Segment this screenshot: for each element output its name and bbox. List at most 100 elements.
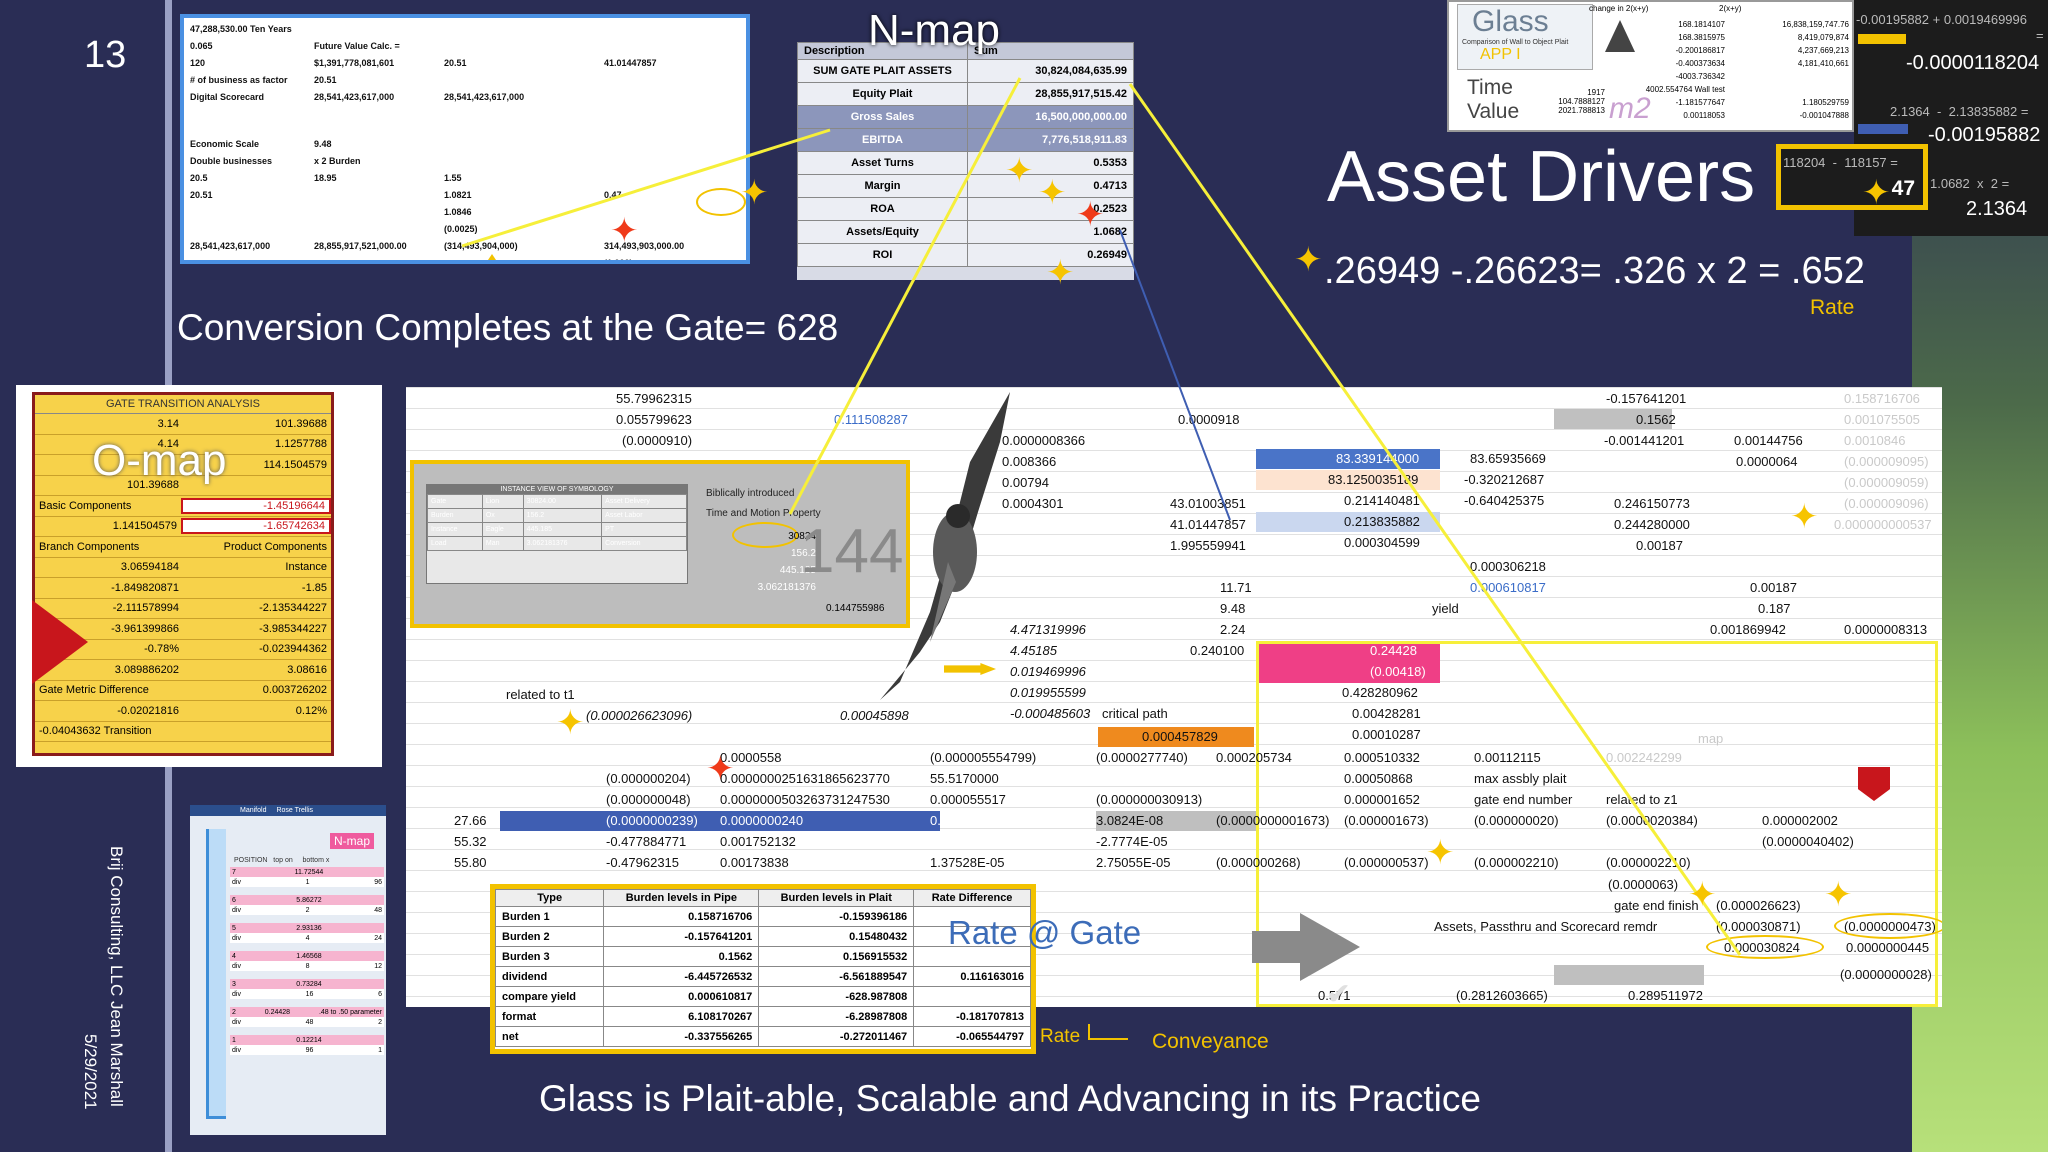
sheet-cell: Double businesses	[190, 156, 273, 166]
manifold-top: 8	[305, 962, 310, 970]
omap-cell: 4.14	[157, 438, 179, 451]
sheet-cell: (0.0000000028)	[1840, 967, 1932, 982]
sheet-cell: 9.48	[314, 139, 332, 149]
sheet-cell: -0.001441201	[1604, 433, 1685, 448]
sheet-cell: 1.0821	[444, 190, 472, 200]
symbology-value: 445.185	[779, 565, 816, 576]
slide-date: 5/29/2021	[81, 1034, 100, 1110]
manifold-nmap-label: N-map	[330, 833, 375, 849]
sheet-cell: 0.187	[1758, 601, 1791, 616]
calc-result3: 2.1364	[1966, 198, 2028, 220]
sheet-cell: 0.244280000	[1614, 517, 1690, 532]
manifold-value: 1.46568	[296, 952, 322, 960]
manifold-position: 3	[232, 980, 236, 988]
symbology-cell: Conversion	[601, 536, 687, 551]
glass-subtitle: Comparison of Wall to Object Plait	[1462, 39, 1569, 46]
sheet-cell: (0.000026623)	[1716, 898, 1801, 913]
sparkle-icon: ✦	[610, 212, 639, 250]
sheet-cell: -0.47962315	[606, 855, 680, 870]
rate-header-cell: Rate Difference	[913, 889, 1031, 907]
omap-sheet-title: GATE TRANSITION ANALYSIS	[35, 395, 331, 414]
glass-cell	[1745, 70, 1849, 83]
nmap-desc-cell: Asset Turns	[797, 151, 968, 175]
blue-arrow-icon	[1858, 124, 1908, 134]
sheet-cell: (0.0000000239)	[606, 813, 698, 828]
grid-line	[406, 975, 1942, 976]
sheet-cell: -0.640425375	[1464, 493, 1545, 508]
sheet-cell: 20.51	[444, 58, 467, 68]
sheet-cell: 18.95	[314, 173, 337, 183]
sparkle-icon: ✦	[1824, 876, 1853, 914]
manifold-bottom: 2	[378, 1018, 382, 1026]
omap-cell: Basic Components	[39, 499, 132, 512]
sheet-cell: 0.214140481	[1344, 493, 1420, 508]
sheet-cell: (1,000)	[604, 258, 633, 264]
sheet-cell: gate end number	[1474, 792, 1573, 807]
result-47: 47	[1891, 177, 1915, 200]
sheet-cell: -0.320212687	[1464, 472, 1545, 487]
glass-cell: -1.181577647	[1675, 98, 1725, 107]
sparkle-icon: ✦	[1790, 498, 1819, 536]
sheet-cell: 0.213835882	[1344, 514, 1420, 529]
manifold-position-header: POSITION top on bottom x	[234, 857, 330, 864]
red-arrow-icon	[32, 600, 88, 684]
manifold-top: 96	[305, 1046, 314, 1054]
symbology-circle	[732, 522, 798, 548]
sheet-cell: 55.79962315	[616, 391, 692, 406]
sheet-cell: x 2 Burden	[314, 156, 361, 166]
sheet-cell: 0.001869942	[1710, 622, 1786, 637]
yellow-oval-icon	[1834, 913, 1942, 939]
triangle-icon	[1605, 20, 1635, 52]
sheet-cell: 1.995559941	[1170, 538, 1246, 553]
symbology-cell: Man	[481, 536, 524, 551]
nmap-desc-cell: SUM GATE PLAIT ASSETS	[797, 59, 968, 83]
symbology-value: 156.2	[790, 548, 816, 559]
omap-cell: -3.961399866	[111, 622, 179, 635]
author-credit: Brij Consulting, LLC Jean Marshall	[107, 846, 126, 1107]
sheet-cell: (0.000009096)	[1844, 496, 1929, 511]
omap-title: O-map	[92, 436, 227, 485]
symbology-cell: Asset Labor	[601, 508, 687, 523]
yellow-arrow-icon	[1858, 34, 1906, 44]
symbology-cell: Asset Delivery	[601, 494, 687, 509]
calc-line3: 1.0682 x 2 =	[1930, 176, 2010, 191]
sheet-cell: 0.000304599	[1344, 535, 1420, 550]
manifold-position: 5	[232, 924, 236, 932]
sheet-cell: 1.0846	[444, 207, 472, 217]
symbology-value: 3.062181376	[757, 582, 816, 593]
sheet-cell: 47,288,530.00 Ten Years	[190, 24, 292, 34]
number-144: 144	[800, 517, 904, 586]
sheet-cell: (0.000001673)	[1344, 813, 1429, 828]
manifold-bottom: 1	[378, 1046, 382, 1054]
sheet-cell: 28,541,423,617,000	[190, 241, 271, 251]
sheet-cell: (0.000000048)	[606, 792, 691, 807]
rate-cell: compare yield	[495, 986, 605, 1007]
omap-cell: -1.65742634	[181, 518, 331, 535]
omap-row: Basic Components-1.45196644	[35, 496, 331, 517]
symbology-cell: Load	[427, 536, 483, 551]
sheet-cell: 0.0000000251631865623770	[720, 771, 890, 786]
glass-logo: Glass	[1472, 5, 1549, 38]
sheet-cell: 2.75055E-05	[1096, 855, 1171, 870]
sheet-cell: 0.019469996	[1010, 664, 1086, 679]
glass-cell: 168.3815975	[1678, 33, 1725, 42]
sheet-cell: 120	[190, 58, 206, 68]
falcon-image	[880, 392, 1010, 700]
bottom-caption: Glass is Plait-able, Scalable and Advanc…	[539, 1078, 1481, 1119]
sheet-cell: (0.000000030913)	[1096, 792, 1203, 807]
symbology-cell: 445.185	[522, 522, 603, 537]
